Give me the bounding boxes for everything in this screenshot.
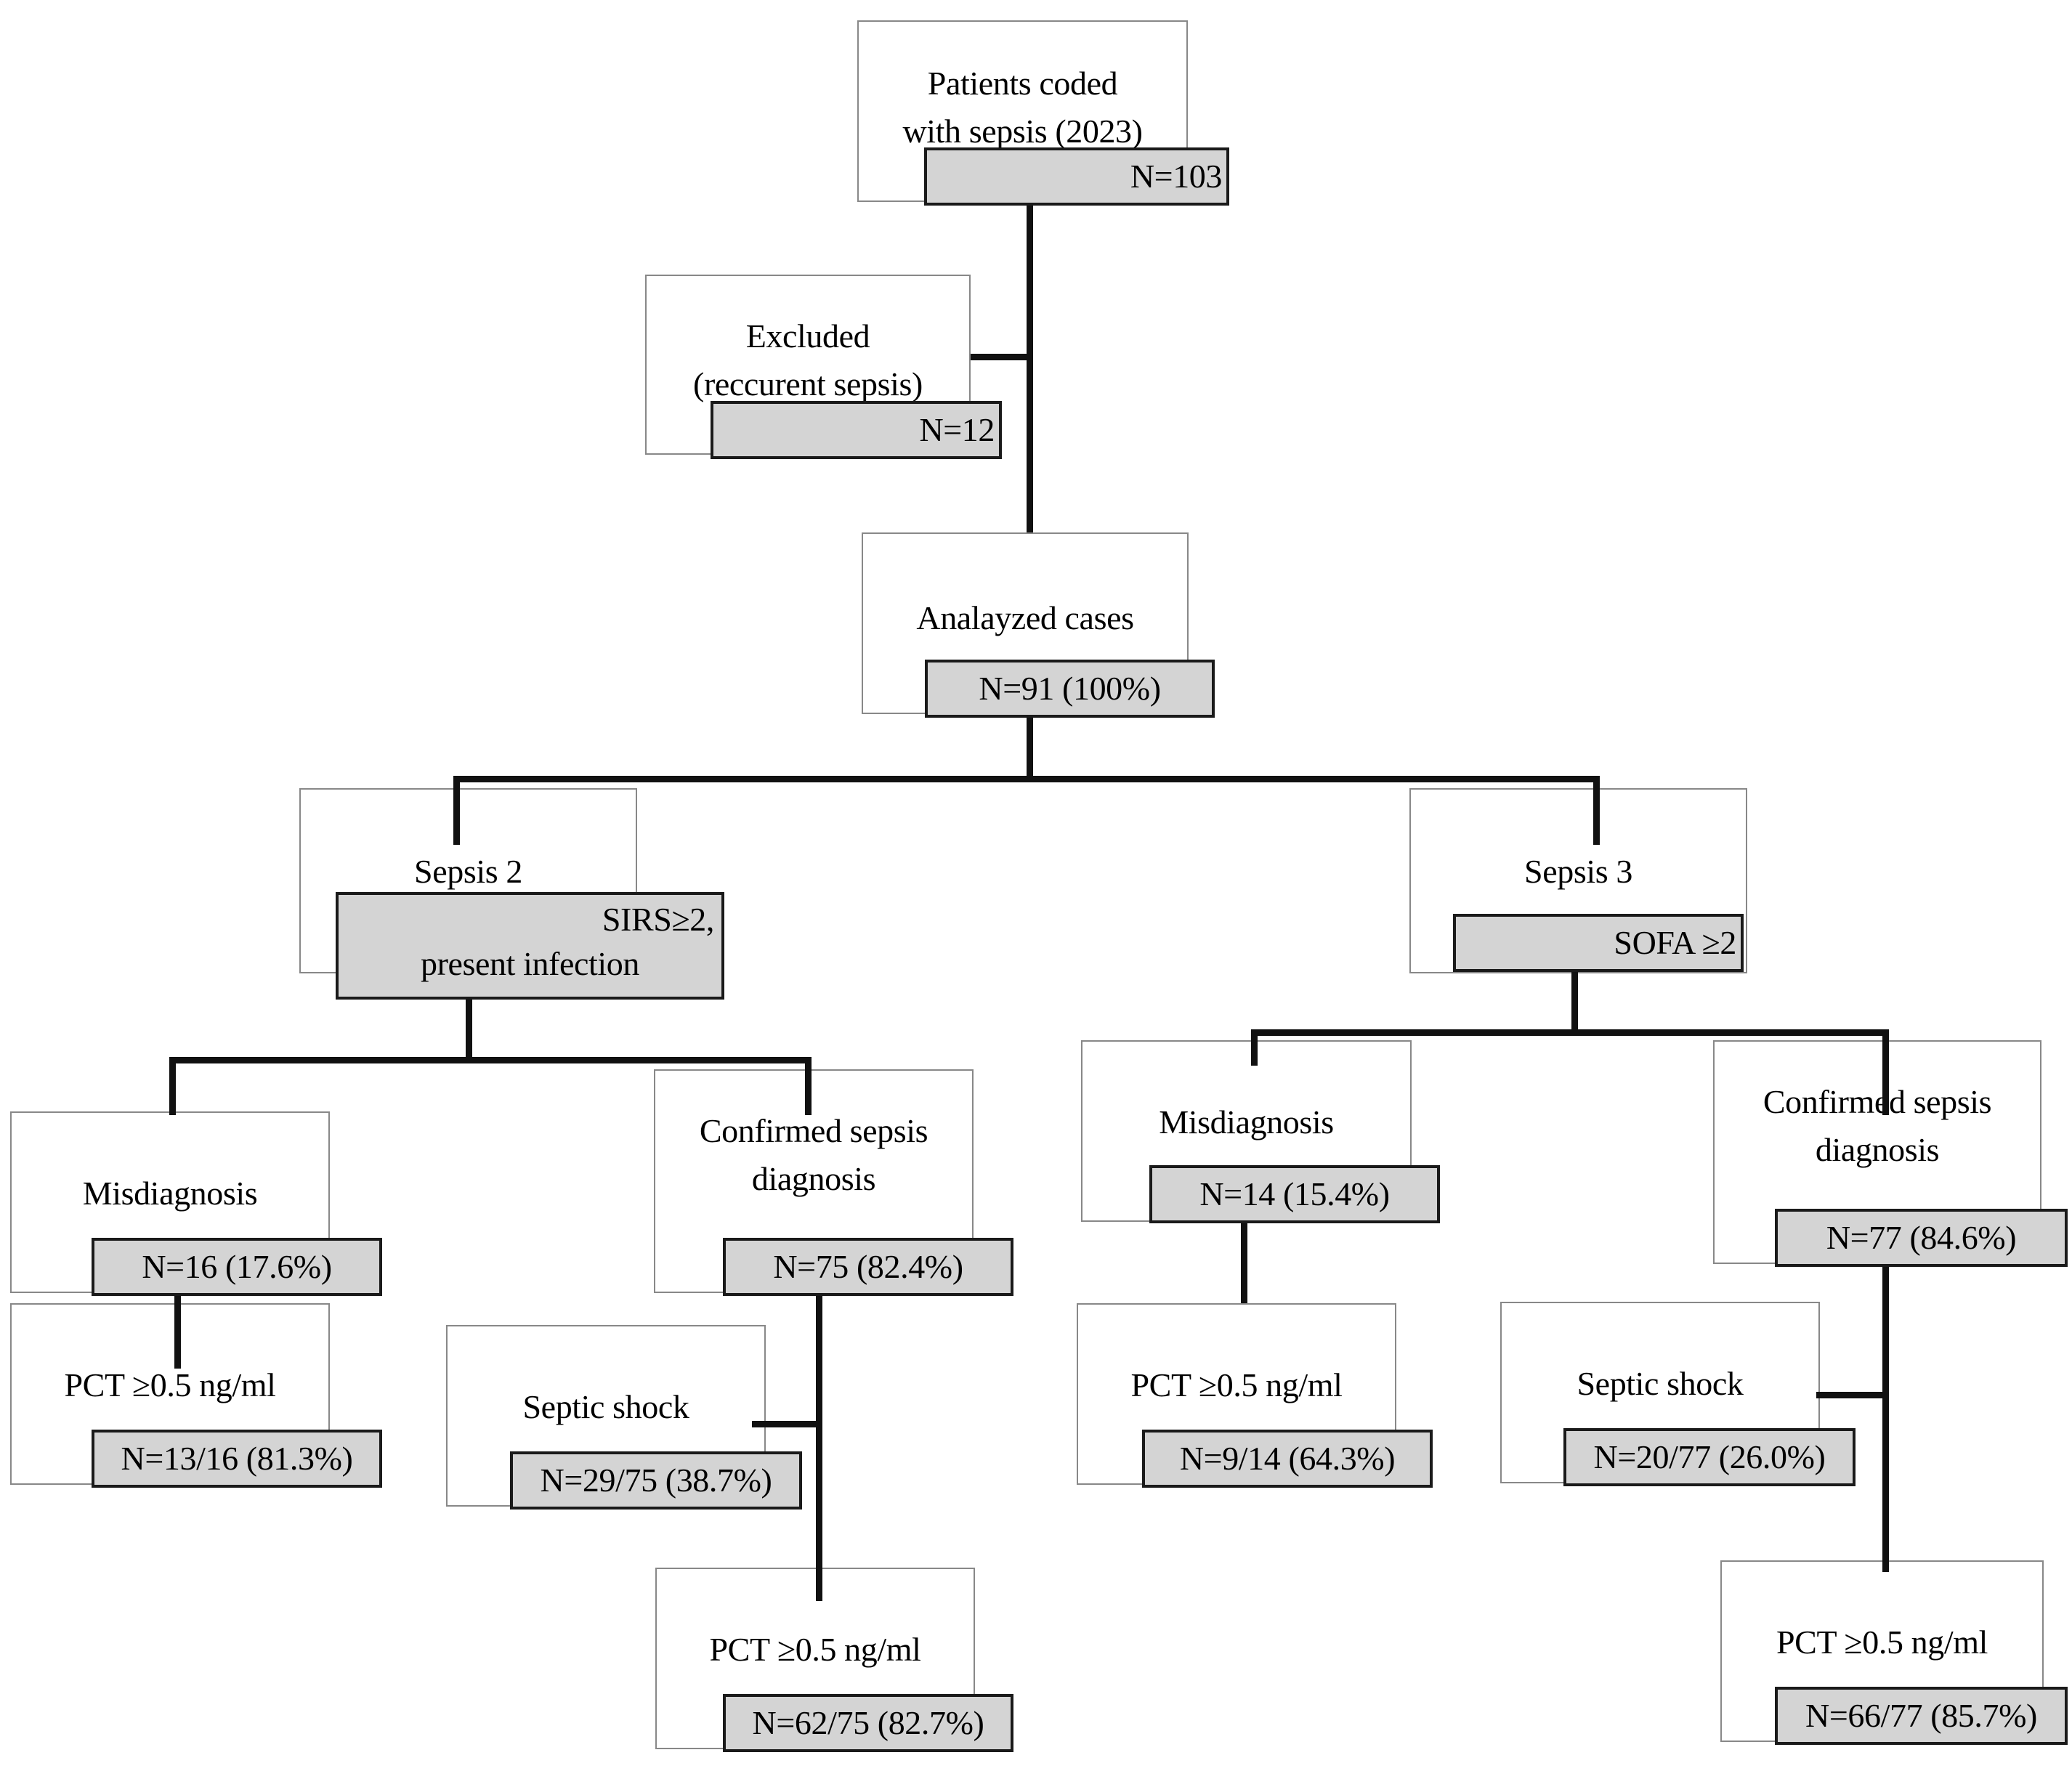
- connector-s2-conf-to-septic-shock: [752, 1421, 819, 1427]
- plate-s2-misdiagnosis-value: N=16 (17.6%): [142, 1248, 332, 1285]
- plate-analyzed-cases: N=91 (100%): [925, 660, 1215, 718]
- connector-sepsis3-drop: [1571, 972, 1578, 1033]
- node-s2-confirmed-line2: diagnosis: [751, 1160, 876, 1197]
- plate-s3-septic-shock-value: N=20/77 (26.0%): [1593, 1438, 1826, 1475]
- connector-excluded-stub: [971, 354, 1030, 360]
- plate-patients-coded-value: N=103: [1130, 158, 1223, 195]
- plate-s3-confirmed-value: N=77 (84.6%): [1826, 1219, 2017, 1256]
- plate-analyzed-cases-value: N=91 (100%): [979, 670, 1161, 707]
- connector-s3-conf-trunk: [1882, 1267, 1889, 1572]
- plate-s2-confirmed-value: N=75 (82.4%): [773, 1248, 963, 1285]
- plate-s3-misdiagnosis: N=14 (15.4%): [1149, 1165, 1440, 1223]
- connector-sepsis2-to-misdiagnosis: [169, 1057, 176, 1115]
- connector-analyzed-drop: [1027, 718, 1033, 779]
- node-sepsis2-line1: Sepsis 2: [414, 853, 522, 890]
- connector-sepsis2-to-confirmed: [805, 1057, 812, 1115]
- connector-split-to-sepsis3: [1593, 776, 1600, 845]
- plate-s3-confirmed: N=77 (84.6%): [1775, 1209, 2068, 1267]
- node-patients-coded-line2: with sepsis (2023): [902, 113, 1143, 150]
- plate-s2-conf-pct: N=62/75 (82.7%): [723, 1694, 1013, 1752]
- plate-s2-conf-pct-value: N=62/75 (82.7%): [752, 1704, 984, 1741]
- plate-s2-mis-pct-value: N=13/16 (81.3%): [121, 1440, 353, 1477]
- connector-s2-mis-to-pct: [174, 1296, 181, 1369]
- connector-sepsis3-split-bar: [1251, 1029, 1889, 1036]
- connector-sepsis3-to-confirmed: [1882, 1029, 1889, 1115]
- node-excluded-line1: Excluded: [745, 317, 870, 354]
- node-s3-misdiagnosis-line1: Misdiagnosis: [1159, 1103, 1334, 1140]
- node-patients-coded-line1: Patients coded: [927, 65, 1118, 102]
- plate-sepsis2-criterion-2: present infection: [420, 945, 640, 982]
- node-s2-confirmed-line1: Confirmed sepsis: [699, 1112, 928, 1149]
- connector-sepsis2-drop: [466, 1000, 472, 1061]
- plate-sepsis2: SIRS≥2, present infection: [336, 892, 724, 1000]
- node-s3-mis-pct-line1: PCT ≥0.5 ng/ml: [1130, 1366, 1343, 1403]
- plate-s2-mis-pct: N=13/16 (81.3%): [92, 1430, 382, 1488]
- node-excluded-line2: (reccurent sepsis): [693, 365, 923, 402]
- plate-s2-misdiagnosis: N=16 (17.6%): [92, 1238, 382, 1296]
- plate-excluded: N=12: [711, 401, 1002, 459]
- node-s3-confirmed-line1: Confirmed sepsis: [1763, 1083, 1992, 1120]
- plate-s2-septic-shock: N=29/75 (38.7%): [510, 1451, 802, 1510]
- node-s3-conf-pct-line1: PCT ≥0.5 ng/ml: [1776, 1624, 1988, 1661]
- plate-s2-confirmed: N=75 (82.4%): [723, 1238, 1013, 1296]
- plate-sepsis3: SOFA ≥2: [1453, 914, 1744, 972]
- plate-excluded-value: N=12: [919, 411, 995, 448]
- plate-sepsis3-criterion: SOFA ≥2: [1614, 924, 1736, 961]
- connector-s3-mis-to-pct: [1241, 1223, 1247, 1303]
- node-s2-conf-pct-line1: PCT ≥0.5 ng/ml: [709, 1631, 921, 1668]
- node-analyzed-cases-line1: Analayzed cases: [916, 599, 1134, 636]
- plate-s3-septic-shock: N=20/77 (26.0%): [1563, 1428, 1856, 1486]
- plate-s3-mis-pct-value: N=9/14 (64.3%): [1179, 1440, 1396, 1477]
- node-s3-septic-shock-line1: Septic shock: [1577, 1365, 1744, 1402]
- plate-s3-mis-pct: N=9/14 (64.3%): [1142, 1430, 1433, 1488]
- node-s2-misdiagnosis-line1: Misdiagnosis: [82, 1175, 258, 1212]
- connector-sepsis2-split-bar: [169, 1057, 812, 1063]
- connector-analyzed-split-bar: [453, 776, 1600, 782]
- node-s3-confirmed-line2: diagnosis: [1815, 1131, 1940, 1168]
- plate-s3-conf-pct: N=66/77 (85.7%): [1775, 1687, 2068, 1745]
- node-s2-septic-shock-line1: Septic shock: [522, 1388, 689, 1425]
- plate-patients-coded: N=103: [924, 147, 1229, 206]
- connector-split-to-sepsis2: [453, 776, 460, 845]
- connector-s2-conf-trunk: [816, 1296, 822, 1601]
- plate-s2-septic-shock-value: N=29/75 (38.7%): [540, 1462, 772, 1499]
- node-s2-mis-pct-line1: PCT ≥0.5 ng/ml: [64, 1366, 276, 1403]
- connector-sepsis3-to-misdiagnosis: [1251, 1029, 1258, 1066]
- connector-coded-to-analyzed: [1027, 206, 1033, 532]
- node-sepsis3-line1: Sepsis 3: [1524, 853, 1632, 890]
- connector-s3-conf-to-septic-shock: [1816, 1392, 1885, 1398]
- plate-s3-misdiagnosis-value: N=14 (15.4%): [1199, 1175, 1390, 1212]
- plate-s3-conf-pct-value: N=66/77 (85.7%): [1805, 1697, 2037, 1734]
- plate-sepsis2-criterion: SIRS≥2,: [602, 901, 715, 938]
